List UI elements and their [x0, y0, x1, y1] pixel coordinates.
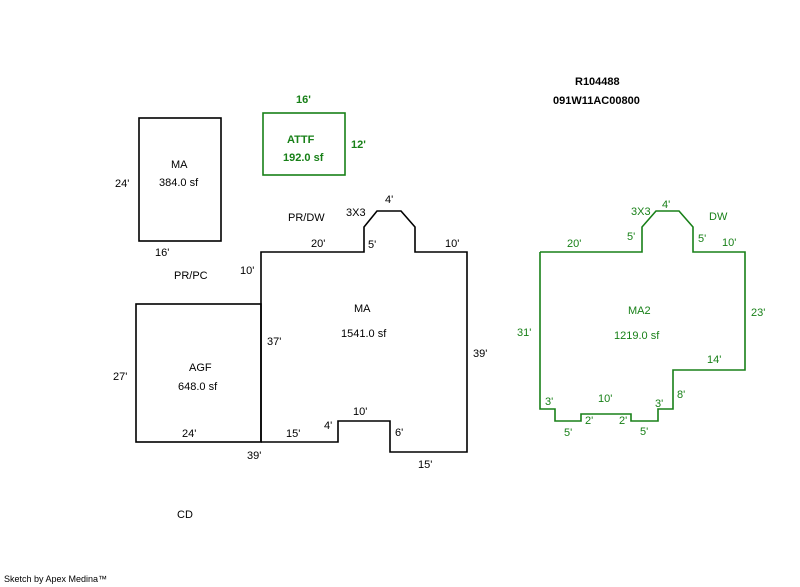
ma2-dim-5-bottom-right: 5' — [640, 426, 648, 438]
ma2-dim-5-bottom-left: 5' — [564, 427, 572, 439]
ma2-dim-10-top: 10' — [722, 237, 736, 249]
ma2-dim-2-left: 2' — [585, 415, 593, 427]
ma-main-area: MA 1541.0 sf 3X3 20' 5' 4' 10' 39' 15' 6… — [240, 194, 487, 471]
ma2-area-value: 1219.0 sf — [614, 330, 660, 342]
ma-small-area-value: 384.0 sf — [159, 177, 199, 189]
ma-small-dim-bottom: 16' — [155, 247, 169, 259]
agf-dim-bottom: 24' — [182, 428, 196, 440]
ma-small-dim-side: 24' — [115, 178, 129, 190]
ma2-dim-14: 14' — [707, 354, 721, 366]
cd-label: CD — [177, 509, 193, 521]
ma2-name: MA2 — [628, 305, 651, 317]
ma2-dim-3-right: 3' — [655, 398, 663, 410]
ma2-dw-label: DW — [709, 211, 728, 223]
ma2-dim-8: 8' — [677, 389, 685, 401]
ma2-3x3-label: 3X3 — [631, 206, 651, 218]
ma2-dim-23: 23' — [751, 307, 765, 319]
ma-main-dim-4: 4' — [385, 194, 393, 206]
ma-main-dim-39-bottom: 39' — [247, 450, 261, 462]
attf-dim-top: 16' — [296, 94, 311, 106]
ma-main-dim-37: 37' — [267, 336, 281, 348]
agf-dim-side: 27' — [113, 371, 127, 383]
ma2-dim-10-bottom: 10' — [598, 393, 612, 405]
ma-main-dim-10-top: 10' — [445, 238, 459, 250]
ma2-dim-4: 4' — [662, 199, 670, 211]
ma-main-outline — [260, 210, 468, 453]
ma2-dim-31: 31' — [517, 327, 531, 339]
attf-name: ATTF — [287, 134, 315, 146]
ma-main-3x3-label: 3X3 — [346, 207, 366, 219]
ma2-dim-20: 20' — [567, 238, 581, 250]
ma-main-dim-20: 20' — [311, 238, 325, 250]
agf-outline — [135, 303, 262, 443]
footer-credit: Sketch by Apex Medina™ — [4, 574, 108, 584]
ma2-area: MA2 1219.0 sf 3X3 DW 20' 5' 4' 5' 10' 23… — [517, 199, 765, 439]
pr-pc-label: PR/PC — [174, 270, 208, 282]
ma-main-name: MA — [354, 303, 371, 315]
ma-main-dim-6: 6' — [395, 427, 403, 439]
agf-name: AGF — [189, 362, 212, 374]
ma2-dim-5-left: 5' — [627, 231, 635, 243]
ma-main-dim-4-notch: 4' — [324, 420, 332, 432]
ma-small-outline — [138, 117, 222, 242]
ma-small-name: MA — [171, 159, 188, 171]
agf-area: AGF 648.0 sf 27' 24' — [113, 303, 262, 443]
ma2-outline — [539, 210, 746, 422]
attf-area: ATTF 192.0 sf 16' 12' — [262, 94, 366, 176]
ma-main-area-value: 1541.0 sf — [341, 328, 387, 340]
ma-main-dim-10-left: 10' — [240, 265, 254, 277]
ma-main-dim-5: 5' — [368, 239, 376, 251]
ma-main-dim-15-left: 15' — [286, 428, 300, 440]
parcel-id: 091W11AC00800 — [553, 95, 640, 107]
attf-dim-side: 12' — [351, 139, 366, 151]
attf-area-value: 192.0 sf — [283, 152, 324, 164]
ma-small-area: MA 384.0 sf 24' 16' — [115, 117, 222, 259]
ma-main-dim-10-notch: 10' — [353, 406, 367, 418]
attf-outline — [262, 112, 346, 176]
ma2-dim-5-right: 5' — [698, 233, 706, 245]
ma-main-dim-39-right: 39' — [473, 348, 487, 360]
ma2-dim-2-right: 2' — [619, 415, 627, 427]
pr-dw-label: PR/DW — [288, 212, 325, 224]
ma-main-dim-15-bottom: 15' — [418, 459, 432, 471]
agf-area-value: 648.0 sf — [178, 381, 218, 393]
ma2-dim-3-left: 3' — [545, 396, 553, 408]
record-id: R104488 — [575, 76, 620, 88]
